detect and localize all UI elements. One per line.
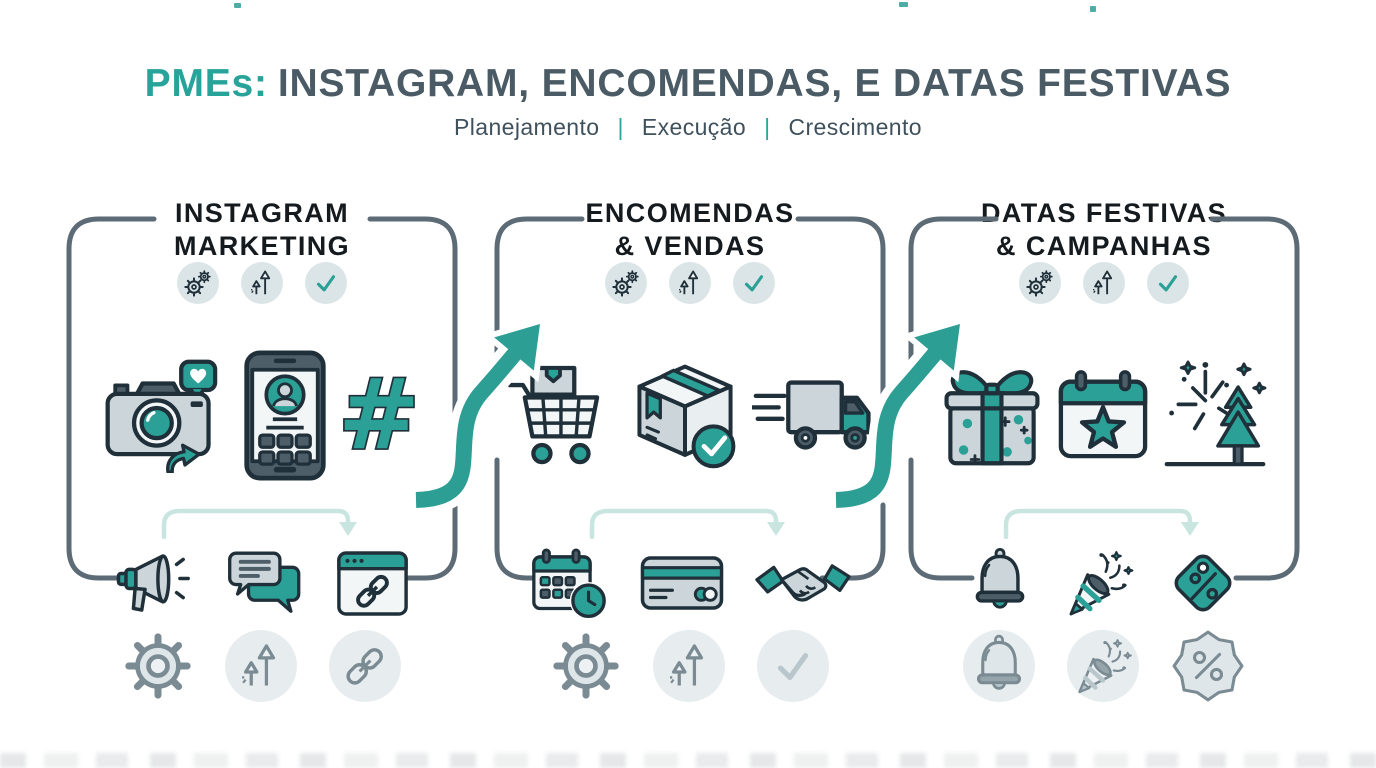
bell-icon <box>968 547 1032 619</box>
browser-link-icon <box>335 549 410 618</box>
link-muted-icon <box>329 630 401 702</box>
fireworks-icon <box>1161 358 1269 472</box>
bell-muted-icon <box>963 630 1035 702</box>
package-check-icon <box>626 359 744 471</box>
top-edge-speck <box>234 3 241 8</box>
loop-arrow-icon <box>589 508 785 539</box>
calendar-star-icon <box>1053 368 1153 462</box>
growth-muted-icon <box>225 630 297 702</box>
subtitle-separator: | <box>617 114 624 140</box>
subtitle-item-planejamento: Planejamento <box>454 114 600 140</box>
growth-icon <box>241 262 283 304</box>
handshake-icon <box>755 552 851 615</box>
column-title-line1: DATAS FESTIVAS <box>980 198 1228 229</box>
gear-muted-icon <box>123 631 193 701</box>
page-subtitle: Planejamento | Execução | Crescimento <box>0 114 1376 141</box>
flow-arrow-2-icon <box>834 315 968 510</box>
discount-tag-icon <box>1166 546 1240 620</box>
column-main-row: # <box>66 340 458 490</box>
page-title-prefix: PMEs: <box>144 62 268 105</box>
column-title-line1: INSTAGRAM <box>174 198 350 229</box>
column-title: ENCOMENDAS& VENDAS <box>494 197 886 262</box>
column-flow-row <box>66 543 458 623</box>
megaphone-icon <box>115 547 195 620</box>
column-datas-festivas-campanhas: DATAS FESTIVAS& CAMPANHAS <box>908 175 1300 735</box>
calendar-clock-icon <box>529 546 609 621</box>
column-title-line1: ENCOMENDAS <box>585 198 795 229</box>
column-trio-row <box>66 261 458 305</box>
column-result-row <box>66 627 458 705</box>
chat-icon <box>225 548 305 618</box>
check-icon <box>1147 262 1189 304</box>
column-title-line2: & CAMPANHAS <box>996 230 1212 261</box>
percent-badge-muted-icon <box>1171 629 1245 703</box>
loop-arrow-icon <box>161 508 357 539</box>
camera-social-icon <box>102 358 234 473</box>
column-result-row <box>908 627 1300 705</box>
credit-card-icon <box>639 554 725 612</box>
column-flow-row <box>908 543 1300 623</box>
party-popper-icon <box>1062 546 1136 620</box>
top-edge-speck <box>1090 6 1096 12</box>
loop-arrow-icon <box>1003 508 1199 539</box>
gears-icon <box>605 262 647 304</box>
subtitle-item-execucao: Execução <box>641 114 747 140</box>
column-title-line2: & VENDAS <box>614 230 766 261</box>
subtitle-separator: | <box>764 114 771 140</box>
growth-icon <box>1083 262 1125 304</box>
gears-icon <box>1019 262 1061 304</box>
check-icon <box>305 262 347 304</box>
top-edge-speck <box>899 2 908 7</box>
column-title-line2: MARKETING <box>173 230 351 261</box>
column-result-row <box>494 627 886 705</box>
subtitle-item-crescimento: Crescimento <box>788 114 922 140</box>
column-title: DATAS FESTIVAS& CAMPANHAS <box>908 197 1300 262</box>
column-flow-row <box>494 543 886 623</box>
cutoff-text-artifact <box>0 753 1376 768</box>
flow-arrow-1-icon <box>414 315 548 510</box>
growth-icon <box>669 262 711 304</box>
page-title-rest: INSTAGRAM, ENCOMENDAS, E DATAS FESTIVAS <box>277 62 1232 105</box>
smartphone-profile-icon <box>242 349 328 482</box>
gear-muted-icon <box>551 631 621 701</box>
check-icon <box>733 262 775 304</box>
growth-muted-icon <box>653 630 725 702</box>
check-muted-icon <box>757 630 829 702</box>
gears-icon <box>177 262 219 304</box>
party-popper-muted-icon <box>1067 630 1139 702</box>
page-title: PMEs:INSTAGRAM, ENCOMENDAS, E DATAS FEST… <box>0 62 1376 106</box>
